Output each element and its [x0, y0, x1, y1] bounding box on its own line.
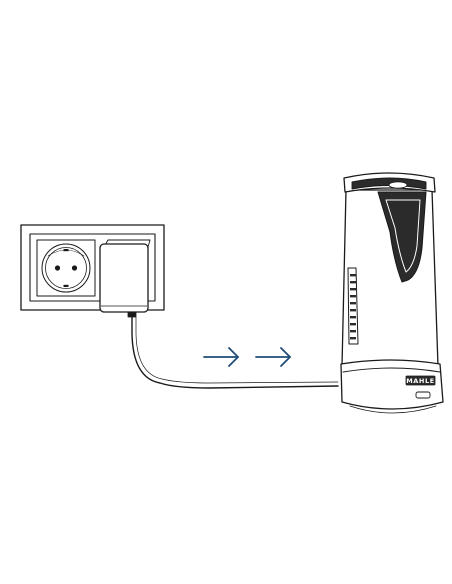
device-front-highlight — [385, 199, 421, 273]
socket-frame — [36, 239, 96, 297]
flow-arrow — [203, 347, 239, 367]
adapter-cable-boot — [127, 311, 137, 318]
device-top-button — [388, 181, 408, 189]
charging-cable — [131, 316, 339, 389]
brand-plate — [405, 375, 436, 386]
charging-base-rim — [342, 367, 441, 373]
power-adapter-icon — [99, 239, 151, 318]
wall-plate-outer — [20, 224, 165, 311]
socket-recess-shadow — [47, 249, 85, 257]
charging-port — [415, 391, 431, 399]
portable-device-icon: MAHLE — [340, 172, 444, 414]
wall-socket-icon — [20, 224, 165, 311]
socket-pin-right — [71, 265, 78, 271]
charging-base-shadow — [349, 405, 437, 414]
device-vent-slots — [350, 274, 356, 340]
device-brand-label: MAHLE — [406, 377, 435, 385]
flow-arrows — [203, 347, 291, 367]
device-side-vent — [347, 267, 359, 345]
charging-cable-inner — [135, 316, 339, 384]
socket-face-inner — [45, 247, 87, 289]
socket-earth-bottom — [63, 284, 69, 287]
device-cap-dark — [351, 177, 427, 190]
socket-pin-left — [54, 265, 61, 271]
flow-arrow — [255, 347, 291, 367]
wall-plate-inner — [29, 233, 156, 302]
socket-face-outer — [41, 243, 91, 293]
adapter-body — [99, 243, 149, 313]
